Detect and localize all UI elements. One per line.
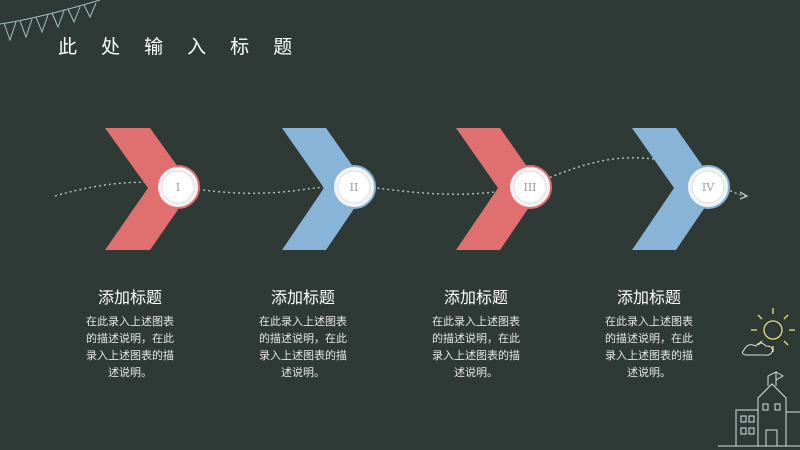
description-line: 的描述说明，在此 xyxy=(605,332,693,345)
bunting-flags-icon xyxy=(0,0,101,42)
description-line: 在此录入上述图表 xyxy=(605,315,693,328)
step-numeral: II xyxy=(350,181,359,194)
cloud-doodle-icon xyxy=(741,342,773,356)
description-line: 述说明。 xyxy=(627,366,671,379)
step-circle-3: III xyxy=(508,165,552,209)
step-description-2: 在此录入上述图表 的描述说明，在此 录入上述图表的描 述说明。 xyxy=(218,313,388,381)
step-description-3: 在此录入上述图表 的描述说明，在此 录入上述图表的描 述说明。 xyxy=(391,313,561,381)
description-line: 录入上述图表的描 xyxy=(432,349,520,362)
step-heading-4: 添加标题 xyxy=(616,288,681,307)
step-numeral: IV xyxy=(702,181,715,194)
description-line: 的描述说明，在此 xyxy=(432,332,520,345)
step-heading-3: 添加标题 xyxy=(443,288,508,307)
description-line: 述说明。 xyxy=(108,366,152,379)
description-line: 录入上述图表的描 xyxy=(605,349,693,362)
description-line: 录入上述图表的描 xyxy=(259,349,347,362)
chevron-shape-3 xyxy=(456,128,542,250)
chevron-shape-1 xyxy=(105,128,193,250)
description-line: 录入上述图表的描 xyxy=(86,349,174,362)
step-heading-2: 添加标题 xyxy=(270,288,335,307)
sun-doodle-icon xyxy=(751,308,795,352)
step-description-1: 在此录入上述图表 的描述说明，在此 录入上述图表的描 述说明。 xyxy=(45,313,215,381)
step-circle-4: IV xyxy=(686,165,730,209)
description-line: 在此录入上述图表 xyxy=(432,315,520,328)
step-circle-2: II xyxy=(332,165,376,209)
description-line: 的描述说明，在此 xyxy=(259,332,347,345)
timeline-arrow-head xyxy=(739,191,749,200)
slide-title: 此 处 输 入 标 题 xyxy=(58,36,302,58)
step-numeral: III xyxy=(523,181,536,194)
chevron-shape-4 xyxy=(632,128,718,250)
description-line: 的描述说明，在此 xyxy=(86,332,174,345)
step-circle-1: I xyxy=(156,165,200,209)
description-line: 在此录入上述图表 xyxy=(259,315,347,328)
step-numeral: I xyxy=(176,181,180,194)
chevron-shape-2 xyxy=(282,128,368,250)
description-line: 在此录入上述图表 xyxy=(86,315,174,328)
step-description-4: 在此录入上述图表 的描述说明，在此 录入上述图表的描 述说明。 xyxy=(564,313,734,381)
description-line: 述说明。 xyxy=(281,366,325,379)
house-sketch-icon xyxy=(718,371,800,447)
step-heading-1: 添加标题 xyxy=(97,288,162,307)
description-line: 述说明。 xyxy=(454,366,498,379)
